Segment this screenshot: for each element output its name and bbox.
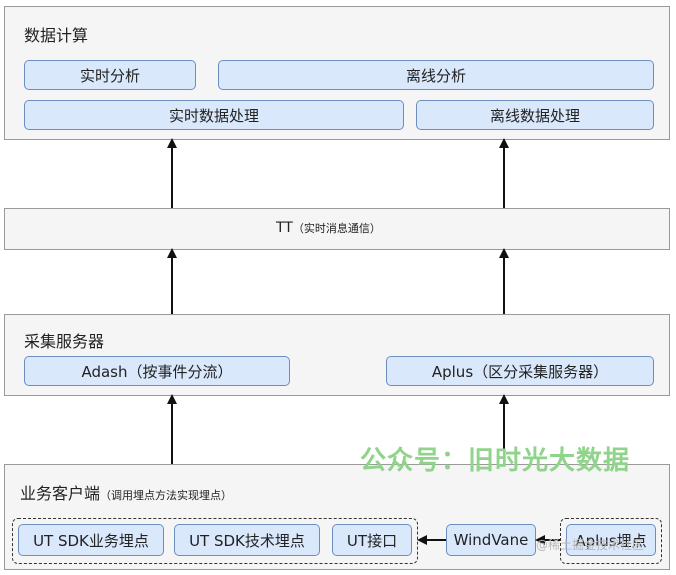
realtime-processing-box: 实时数据处理: [24, 100, 404, 130]
aplus-track-group: [560, 518, 662, 564]
tt-subtitle: （实时消息通信）: [292, 222, 381, 235]
aplus-track-box: Aplus埋点: [566, 524, 656, 556]
watermark-text: 公众号：旧时光大数据: [360, 446, 631, 476]
tt-name: TT: [276, 220, 293, 236]
realtime-analysis-box: 实时分析: [24, 60, 196, 90]
client-title: 业务客户端: [20, 484, 101, 503]
adash-box: Adash（按事件分流）: [24, 356, 290, 386]
corner-watermark: @稀土掘金技术社区: [536, 538, 645, 552]
compute-layer-title: 数据计算: [24, 26, 89, 45]
ut-sdk-biz-box: UT SDK业务埋点: [18, 524, 164, 556]
client-subtitle: （调用埋点方法实现埋点）: [100, 489, 233, 502]
ut-sdk-tech-box: UT SDK技术埋点: [174, 524, 320, 556]
offline-analysis-box: 离线分析: [218, 60, 654, 90]
ut-api-box: UT接口: [332, 524, 412, 556]
windvane-box: WindVane: [446, 524, 536, 556]
collect-layer-title: 采集服务器: [24, 332, 105, 351]
aplus-box: Aplus（区分采集服务器）: [386, 356, 654, 386]
tt-layer: [4, 208, 670, 250]
offline-processing-box: 离线数据处理: [416, 100, 654, 130]
client-layer-title: 业务客户端（调用埋点方法实现埋点）: [20, 480, 232, 504]
tt-layer-label: TT（实时消息通信）: [276, 220, 381, 236]
